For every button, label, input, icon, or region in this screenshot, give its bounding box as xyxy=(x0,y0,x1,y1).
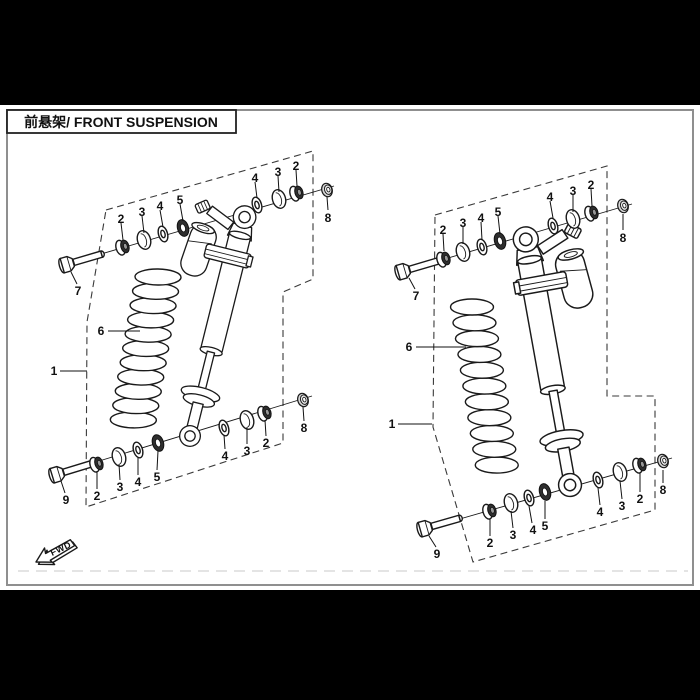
callout-label: 7 xyxy=(75,284,82,298)
leader-line xyxy=(159,209,164,228)
assembly-left xyxy=(46,150,335,508)
callout-label: 3 xyxy=(139,205,146,219)
callout-label: 4 xyxy=(252,171,259,185)
bottom-black-band xyxy=(0,590,700,700)
boundary-dashes xyxy=(85,150,314,508)
callout-label: 5 xyxy=(177,193,184,207)
leader-line xyxy=(264,419,267,437)
callout-label: 4 xyxy=(157,199,164,213)
fwd-arrow-face xyxy=(35,539,76,563)
callout-label: 2 xyxy=(637,492,644,506)
callout-label: 3 xyxy=(244,444,251,458)
leader-line xyxy=(118,463,121,481)
leader-line xyxy=(597,487,601,506)
leader-line xyxy=(549,200,554,219)
coil-spring xyxy=(449,298,519,474)
callout-label: 2 xyxy=(487,536,494,550)
callout-label: 1 xyxy=(51,364,58,378)
leader-line xyxy=(223,434,226,450)
leader-line xyxy=(254,181,258,199)
callout-label: 2 xyxy=(94,489,101,503)
callout-label: 4 xyxy=(222,449,229,463)
assembly-right xyxy=(392,165,673,563)
leader-line xyxy=(442,233,445,252)
callout-label: 5 xyxy=(495,205,502,219)
callout-label: 1 xyxy=(389,417,396,431)
callout-label: 8 xyxy=(660,483,667,497)
leader-line xyxy=(277,175,280,193)
leader-line xyxy=(510,510,514,529)
callout-label: 4 xyxy=(530,523,537,537)
callout-label: 2 xyxy=(293,159,300,173)
leader-line xyxy=(70,271,78,285)
callout-label: 8 xyxy=(620,231,627,245)
leader-line xyxy=(480,221,483,241)
leader-line xyxy=(120,222,124,241)
callout-label: 3 xyxy=(570,184,577,198)
callout-label: 6 xyxy=(98,324,105,338)
callout-label: 8 xyxy=(325,211,332,225)
leader-line xyxy=(408,277,416,290)
callout-label: 3 xyxy=(619,499,626,513)
leader-line xyxy=(295,169,298,187)
leader-line xyxy=(60,480,66,494)
leader-line xyxy=(302,406,305,422)
callout-label: 3 xyxy=(510,528,517,542)
leader-line xyxy=(528,505,533,524)
callout-label: 2 xyxy=(440,223,447,237)
callout-label: 4 xyxy=(597,505,604,519)
callout-label: 4 xyxy=(135,475,142,489)
callout-label: 3 xyxy=(117,480,124,494)
callout-label: 2 xyxy=(118,212,125,226)
leader-line xyxy=(590,188,593,207)
callout-label: 3 xyxy=(275,165,282,179)
leader-line xyxy=(497,215,501,235)
callout-label: 9 xyxy=(63,493,70,507)
callout-label: 8 xyxy=(301,421,308,435)
leader-line xyxy=(326,196,329,211)
callout-label: 2 xyxy=(263,436,270,450)
top-black-band xyxy=(0,0,700,105)
leader-line xyxy=(179,203,184,222)
leader-line xyxy=(619,480,623,500)
callout-label: 7 xyxy=(413,289,420,303)
page-title: 前悬架/ FRONT SUSPENSION xyxy=(24,114,218,130)
leader-line xyxy=(156,450,159,471)
callout-label: 5 xyxy=(154,470,161,484)
callout-label: 4 xyxy=(547,190,554,204)
leader-line xyxy=(141,215,145,234)
callout-label: 3 xyxy=(460,216,467,230)
boundary-dashes xyxy=(432,165,656,563)
callout-label: 5 xyxy=(542,519,549,533)
callout-label: 2 xyxy=(588,178,595,192)
page-border xyxy=(6,109,694,586)
title-block: 前悬架/ FRONT SUSPENSION xyxy=(6,109,237,134)
leader-line xyxy=(428,535,437,548)
callout-label: 6 xyxy=(406,340,413,354)
coil-spring xyxy=(109,268,182,429)
callout-label: 9 xyxy=(434,547,441,561)
callout-label: 4 xyxy=(478,211,485,225)
